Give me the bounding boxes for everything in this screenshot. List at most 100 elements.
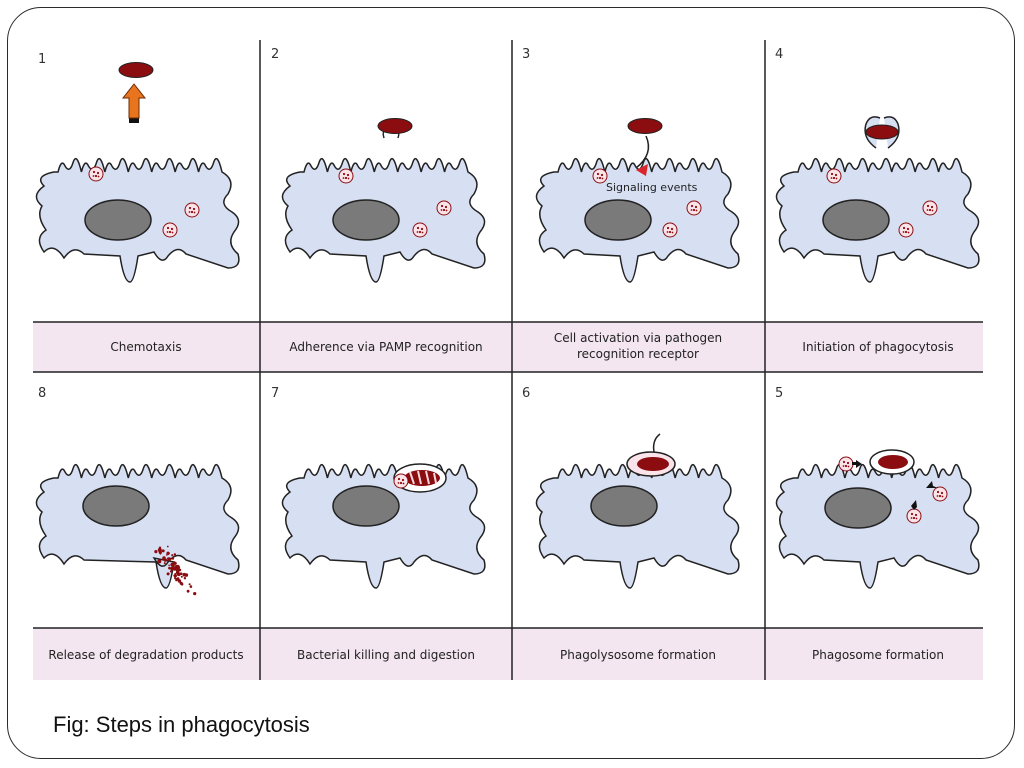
degradation-particle: [167, 557, 170, 560]
bacterium-bound: [627, 118, 663, 134]
step-number-1: 1: [38, 52, 46, 67]
bacterium-adhered: [377, 118, 413, 134]
nucleus: [590, 485, 658, 527]
panel-4-extras: [864, 116, 900, 149]
panel-2-extras: [377, 118, 413, 139]
figure-caption: Fig: Steps in phagocytosis: [53, 712, 310, 737]
lysosome: [906, 508, 922, 524]
degradation-particle: [163, 562, 166, 565]
slide-frame: [7, 7, 1015, 759]
degradation-particle: [173, 565, 178, 570]
signaling-events-label: Signaling events: [606, 181, 698, 194]
panel-7-extras: [393, 463, 447, 493]
nucleus: [824, 487, 892, 529]
panel-8-extras: [154, 545, 197, 596]
nucleus: [584, 199, 652, 241]
degradation-particle: [161, 549, 165, 553]
degradation-particle: [186, 589, 190, 593]
caption-band-top: [33, 322, 983, 372]
degradation-particle: [175, 579, 178, 582]
signal-arrowhead-icon: [636, 164, 648, 176]
degradation-particle: [166, 545, 169, 548]
lysosome-arrow-bottom-icon: [911, 500, 917, 510]
step-number-8: 8: [38, 386, 46, 401]
degradation-particle: [173, 574, 177, 578]
degradation-particle: [157, 559, 162, 564]
cell-7: [535, 463, 740, 589]
caption-killing: Bacterial killing and digestion: [297, 648, 475, 662]
caption-initiation: Initiation of phagocytosis: [802, 340, 953, 354]
degradation-particle: [176, 572, 181, 577]
caption-phagosome: Phagosome formation: [812, 648, 944, 662]
degradation-particle: [180, 583, 184, 586]
lysosome-arrow-left-icon: [852, 460, 862, 468]
panel-1-extras: [118, 62, 154, 123]
lysosome: [412, 222, 428, 238]
cell-1: [35, 157, 240, 283]
lysosome: [436, 200, 452, 216]
step-number-6: 6: [522, 386, 530, 401]
lysosome: [88, 166, 104, 182]
lysosome: [826, 168, 842, 184]
degradation-particle: [157, 548, 162, 552]
lysosome: [686, 200, 702, 216]
caption-adherence: Adherence via PAMP recognition: [289, 340, 482, 354]
degradation-particle: [169, 570, 173, 573]
degradation-particle: [177, 579, 182, 583]
lysosome: [932, 486, 948, 502]
degradation-particle: [174, 572, 177, 575]
lysosome: [338, 168, 354, 184]
step-number-7: 7: [271, 386, 279, 401]
nucleus: [332, 199, 400, 241]
degradation-particle: [154, 550, 158, 554]
bacterium-in-phagosome: [878, 455, 908, 469]
nucleus: [84, 199, 152, 241]
panel-5-extras: [852, 449, 938, 510]
caption-band-bottom: [33, 628, 983, 680]
membrane-stalk: [652, 433, 661, 453]
degradation-particle: [189, 585, 193, 588]
cell-8: [775, 456, 980, 589]
panel-6-extras: [626, 433, 676, 477]
step-number-2: 2: [271, 47, 279, 62]
step-number-3: 3: [522, 47, 530, 62]
bacterium-engulfing: [865, 124, 899, 140]
signal-arrow-icon: [635, 135, 650, 169]
lysosome-arrow-top-right-icon: [926, 481, 938, 488]
lysosome: [838, 456, 854, 472]
caption-phagolysosome: Phagolysosome formation: [560, 648, 716, 662]
step-number-5: 5: [775, 386, 783, 401]
degradation-particle: [183, 577, 187, 580]
caption-chemotaxis: Chemotaxis: [110, 340, 181, 354]
degradation-particle: [166, 572, 170, 576]
cell-membrane: [775, 463, 980, 589]
degradation-particle: [178, 568, 182, 572]
lysosome: [184, 202, 200, 218]
chemotaxis-arrow-icon: [121, 83, 147, 123]
step-number-4: 4: [775, 47, 783, 62]
lysosome: [922, 200, 938, 216]
degradation-particle: [168, 566, 171, 570]
cell-4: [775, 157, 980, 283]
nucleus: [332, 485, 400, 527]
lysosome: [662, 222, 678, 238]
bacterium-in-phagolysosome: [637, 457, 669, 471]
degradation-particle: [180, 575, 183, 578]
degradation-particle: [193, 592, 197, 596]
degradation-particle: [188, 583, 191, 586]
bacterium-fragments: [409, 470, 437, 485]
degradation-particle: [168, 564, 170, 567]
lysosome: [592, 168, 608, 184]
degradation-particle: [173, 553, 177, 556]
caption-activation-line1: Cell activation via pathogen: [554, 331, 722, 345]
bacterium-approaching: [118, 62, 154, 78]
degradation-particle: [170, 567, 174, 571]
degradation-particle: [171, 554, 174, 557]
degradation-particle: [182, 572, 187, 577]
caption-release: Release of degradation products: [48, 648, 243, 662]
cell-2: [281, 157, 486, 283]
degradation-particle: [174, 561, 177, 565]
cells-layer: [35, 157, 980, 589]
lysosome: [898, 222, 914, 238]
